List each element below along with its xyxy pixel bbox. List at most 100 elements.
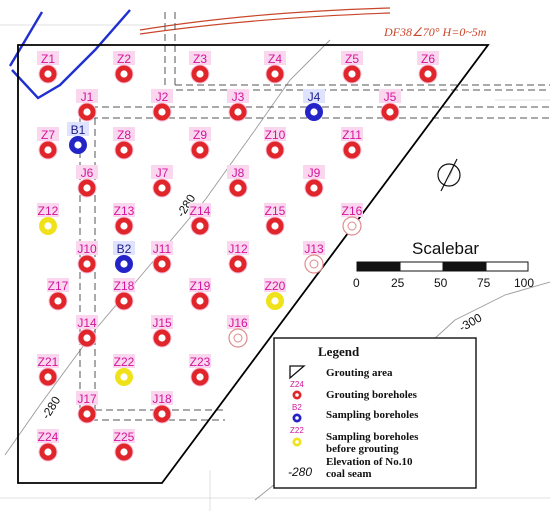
borehole-symbol-core xyxy=(158,410,166,418)
borehole-z13: Z13 xyxy=(113,203,135,236)
borehole-label: Z9 xyxy=(193,128,207,142)
grouting-area-boundary xyxy=(17,44,490,484)
borehole-symbol-core xyxy=(74,141,82,149)
borehole-symbol-core xyxy=(347,221,357,231)
borehole-label-highlight xyxy=(76,89,98,103)
borehole-label: Z7 xyxy=(41,128,55,142)
borehole-label-highlight xyxy=(67,122,89,136)
borehole-symbol-core xyxy=(271,146,279,154)
borehole-j2: J2 xyxy=(151,89,173,122)
scalebar-tick-75: 75 xyxy=(477,276,491,290)
borehole-label-highlight xyxy=(417,51,439,65)
borehole-z22: Z22 xyxy=(113,354,135,386)
borehole-j14: J14 xyxy=(76,315,98,348)
legend-grouting-area-symbol xyxy=(289,365,306,380)
borehole-label: Z15 xyxy=(265,204,286,218)
borehole-symbol-core xyxy=(271,222,279,230)
borehole-symbol-core xyxy=(196,297,204,305)
borehole-label-highlight xyxy=(189,127,211,141)
borehole-label: Z8 xyxy=(117,128,131,142)
borehole-j12: J12 xyxy=(227,241,249,274)
borehole-z23: Z23 xyxy=(189,354,211,387)
borehole-label: Z21 xyxy=(38,355,59,369)
borehole-z5: Z5 xyxy=(341,51,363,84)
borehole-symbol-core xyxy=(196,222,204,230)
borehole-label-highlight xyxy=(151,165,173,179)
borehole-label-highlight xyxy=(37,354,59,368)
borehole-label-highlight xyxy=(113,51,135,65)
borehole-label: Z22 xyxy=(114,355,135,369)
borehole-z25: Z25 xyxy=(113,429,135,462)
borehole-symbol-core xyxy=(158,334,166,342)
borehole-label: Z6 xyxy=(421,52,435,66)
borehole-symbol-core xyxy=(120,373,128,381)
borehole-symbol-core xyxy=(271,297,279,305)
borehole-symbol-core xyxy=(83,260,91,268)
borehole-label: J9 xyxy=(308,166,321,180)
borehole-symbol-core xyxy=(424,70,432,78)
fault-label: DF38∠70° H=0~5m xyxy=(383,25,487,39)
borehole-j8: J8 xyxy=(227,165,249,198)
borehole-label: Z12 xyxy=(38,204,59,218)
borehole-j3: J3 xyxy=(227,89,249,122)
contour-label-280-lower: -280 xyxy=(39,394,64,422)
borehole-symbol-core xyxy=(196,146,204,154)
borehole-label: Z4 xyxy=(268,52,282,66)
borehole-label: J18 xyxy=(152,392,172,406)
legend-elevation-label-1: Elevation of No.10 xyxy=(326,456,413,468)
borehole-symbol-core xyxy=(158,108,166,116)
borehole-label: J5 xyxy=(384,90,397,104)
borehole-label: B2 xyxy=(117,242,132,256)
borehole-symbol-core xyxy=(310,184,318,192)
borehole-label: Z17 xyxy=(48,279,69,293)
borehole-label-highlight xyxy=(37,429,59,443)
borehole-z10: Z10 xyxy=(264,127,286,160)
borehole-label-highlight xyxy=(264,127,286,141)
legend-elevation-sample: -280 xyxy=(288,465,312,479)
borehole-z9: Z9 xyxy=(189,127,211,160)
north-arrow-icon xyxy=(437,158,461,192)
borehole-j11: J11 xyxy=(151,241,173,274)
borehole-z1: Z1 xyxy=(37,51,59,84)
borehole-label-highlight xyxy=(189,51,211,65)
borehole-j4: J4 xyxy=(303,89,325,121)
scalebar-tick-25: 25 xyxy=(391,276,405,290)
borehole-symbol-core xyxy=(120,448,128,456)
borehole-label-highlight xyxy=(151,315,173,329)
scalebar-seg-4 xyxy=(485,261,529,272)
borehole-z7: Z7 xyxy=(37,127,59,160)
legend-item-elevation: -280 Elevation of No.10 coal seam xyxy=(288,456,413,480)
borehole-label: Z24 xyxy=(38,430,59,444)
borehole-symbol-core xyxy=(234,260,242,268)
legend: Legend Grouting area Z24 Grouting boreho… xyxy=(273,337,477,489)
borehole-label: Z10 xyxy=(265,128,286,142)
borehole-symbol-core xyxy=(44,373,52,381)
legend-grouting-symbol-core xyxy=(295,393,299,397)
borehole-label: Z14 xyxy=(190,204,211,218)
scalebar-title: Scalebar xyxy=(412,239,479,258)
borehole-label-highlight xyxy=(113,278,135,292)
borehole-j18: J18 xyxy=(151,391,173,424)
borehole-label: Z13 xyxy=(114,204,135,218)
legend-elevation-label-2: coal seam xyxy=(326,468,372,480)
borehole-z19: Z19 xyxy=(189,278,211,311)
borehole-symbol-core xyxy=(120,297,128,305)
borehole-z11: Z11 xyxy=(341,127,363,160)
borehole-symbol-core xyxy=(120,260,128,268)
borehole-label-highlight xyxy=(151,241,173,255)
borehole-z18: Z18 xyxy=(113,278,135,311)
borehole-symbol-core xyxy=(158,260,166,268)
borehole-b1: B1 xyxy=(67,122,89,154)
borehole-z8: Z8 xyxy=(113,127,135,160)
borehole-label-highlight xyxy=(76,241,98,255)
borehole-label-highlight xyxy=(341,127,363,141)
borehole-label-highlight xyxy=(113,127,135,141)
legend-title: Legend xyxy=(318,344,360,359)
borehole-symbol-core xyxy=(83,410,91,418)
borehole-label-highlight xyxy=(189,354,211,368)
borehole-label: J13 xyxy=(304,242,324,256)
legend-item-grouting-boreholes: Z24 Grouting boreholes xyxy=(290,380,418,401)
borehole-label: J15 xyxy=(152,316,172,330)
borehole-symbol-core xyxy=(386,108,394,116)
borehole-z2: Z2 xyxy=(113,51,135,84)
